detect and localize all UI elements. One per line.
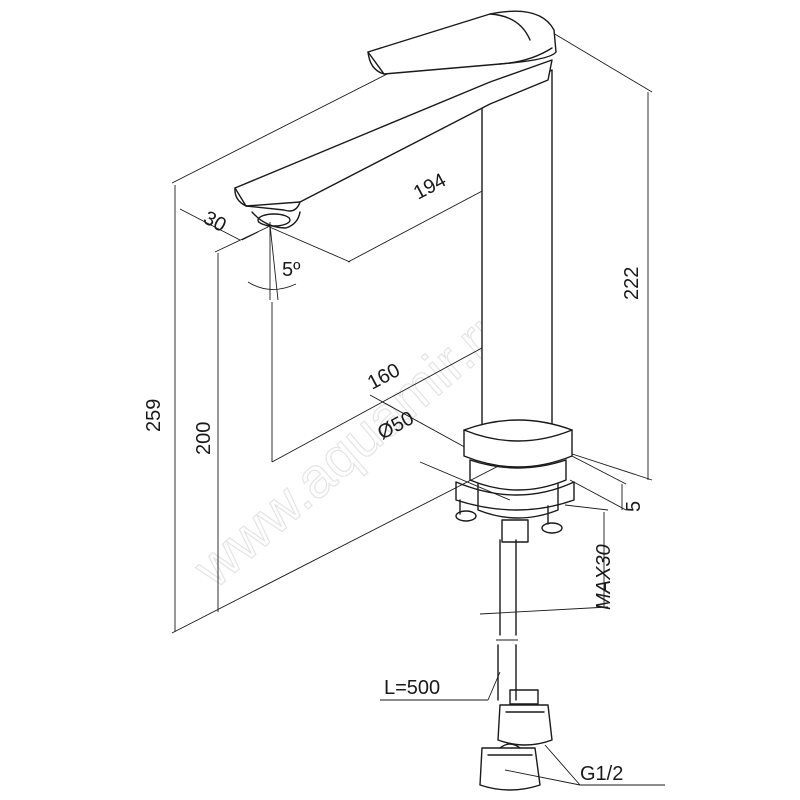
thread-label: G1/2	[580, 763, 623, 785]
base-flange	[455, 419, 575, 519]
hose-length-label: L=500	[384, 677, 440, 699]
dim-200-label: 200	[193, 422, 215, 455]
dim-angle-label: 5º	[282, 259, 301, 281]
dim-194-label: 194	[410, 169, 450, 204]
faucet-body	[234, 10, 557, 438]
dim-max30-label: MAX30	[593, 544, 615, 610]
supply-hose	[479, 539, 553, 791]
dim-259-label: 259	[143, 399, 165, 432]
dim-5-label: 5	[623, 501, 645, 512]
mounting-studs	[455, 499, 563, 543]
dim-222-label: 222	[621, 267, 643, 300]
